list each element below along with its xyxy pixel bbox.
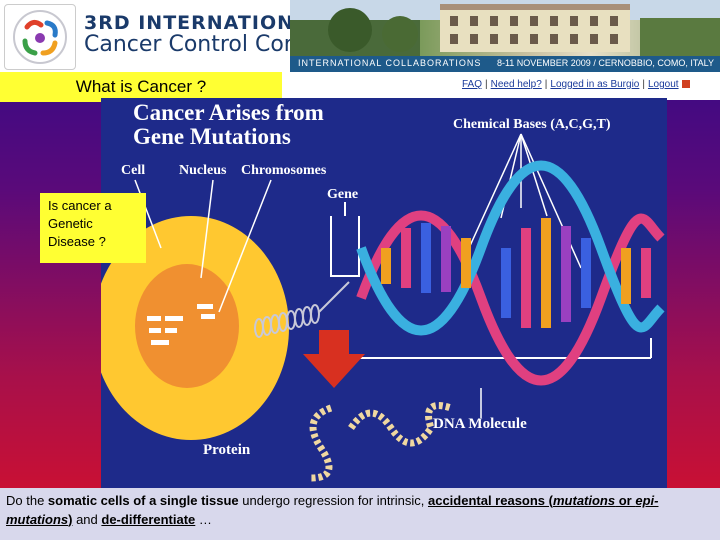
need-help-link[interactable]: Need help? bbox=[490, 79, 542, 90]
protein-chain bbox=[309, 402, 453, 482]
caption-text: Do the bbox=[6, 493, 48, 508]
villa-photo-image bbox=[290, 0, 720, 56]
nav-separator: | bbox=[544, 79, 548, 90]
figure-heading-1: Cancer Arises from bbox=[133, 100, 324, 125]
strip-left-text: INTERNATIONAL COLLABORATIONS bbox=[298, 58, 482, 68]
label-protein: Protein bbox=[203, 442, 251, 458]
chromosome-coil bbox=[254, 281, 350, 338]
caption-bold-underline: accidental reasons ( bbox=[427, 493, 553, 508]
caption-text: and bbox=[72, 512, 102, 527]
strip-right-text: 8-11 NOVEMBER 2009 / CERNOBBIO, COMO, IT… bbox=[496, 58, 714, 68]
logout-icon[interactable] bbox=[681, 80, 690, 89]
caption-text: … bbox=[195, 512, 212, 527]
nav-links: FAQ|Need help?|Logged in as Burgio|Logou… bbox=[462, 79, 690, 90]
caption-bold-underline: or bbox=[615, 493, 636, 508]
faq-link[interactable]: FAQ bbox=[462, 79, 483, 90]
question-box: Is cancer a Genetic Disease ? bbox=[40, 193, 146, 263]
nav-separator: | bbox=[485, 79, 488, 90]
label-cell: Cell bbox=[121, 163, 145, 178]
down-arrow-icon bbox=[303, 330, 365, 388]
question-line: Disease ? bbox=[48, 234, 106, 249]
nucleus-shape bbox=[135, 264, 239, 388]
gene-mutation-figure: Cancer Arises from Gene Mutations Cell N… bbox=[101, 98, 667, 488]
caption-bold-underline-italic: epi-mutations bbox=[6, 493, 659, 527]
question-line: Is cancer a bbox=[48, 198, 112, 213]
logout-link[interactable]: Logout bbox=[647, 79, 679, 90]
chromosome-bars bbox=[147, 304, 215, 345]
congress-logo-icon bbox=[13, 10, 67, 64]
nav-separator: | bbox=[642, 79, 645, 90]
figure-heading-2: Gene Mutations bbox=[133, 124, 291, 149]
banner-title-line1: 3RD INTERNATIONAL bbox=[84, 12, 323, 34]
dna-illustration: Cancer Arises from Gene Mutations Cell N… bbox=[101, 100, 665, 482]
label-bases: Chemical Bases (A,C,G,T) bbox=[453, 117, 611, 132]
congress-logo bbox=[4, 4, 76, 70]
congress-banner: 3RD INTERNATIONAL Cancer Control Congres… bbox=[0, 0, 720, 72]
caption-bold-underline-italic: mutations bbox=[552, 493, 616, 508]
label-chromosomes: Chromosomes bbox=[241, 163, 327, 178]
question-line: Genetic bbox=[48, 216, 93, 231]
caption-text: undergo regression for intrinsic, bbox=[238, 493, 428, 508]
label-dna: DNA Molecule bbox=[433, 416, 527, 432]
slide-title: What is Cancer ? bbox=[0, 72, 282, 102]
dna-helix bbox=[356, 160, 665, 386]
label-gene: Gene bbox=[327, 187, 358, 202]
banner-strip: INTERNATIONAL COLLABORATIONS 8-11 NOVEMB… bbox=[290, 56, 720, 72]
caption-box: Do the somatic cells of a single tissue … bbox=[0, 488, 720, 540]
logged-in-link[interactable]: Logged in as Burgio bbox=[550, 79, 640, 90]
label-nucleus: Nucleus bbox=[179, 163, 227, 178]
villa-photo bbox=[290, 0, 720, 56]
gene-bracket bbox=[321, 202, 652, 359]
caption-bold-underline: ) bbox=[68, 512, 73, 527]
caption-bold: somatic cells of a single tissue bbox=[47, 493, 239, 508]
caption-bold-underline: de-differentiate bbox=[101, 512, 196, 527]
